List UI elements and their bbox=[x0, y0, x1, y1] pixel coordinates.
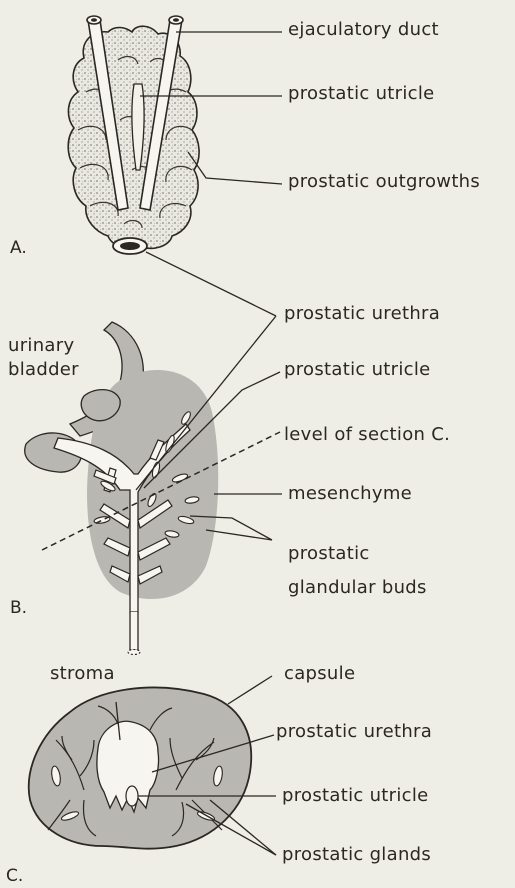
label-prostatic-utricle-c: prostatic utricle bbox=[282, 786, 429, 806]
label-capsule: capsule bbox=[284, 664, 355, 684]
label-prostatic-b: prostatic bbox=[288, 544, 370, 564]
label-prostatic-utricle-b: prostatic utricle bbox=[284, 360, 431, 380]
urethra-opening bbox=[113, 238, 147, 254]
label-prostatic-outgrowths: prostatic outgrowths bbox=[288, 172, 480, 192]
panel-a-letter: A. bbox=[10, 238, 27, 258]
label-glandular-buds: glandular buds bbox=[288, 578, 427, 598]
label-level-of-section: level of section C. bbox=[284, 425, 450, 445]
label-prostatic-glands: prostatic glands bbox=[282, 845, 431, 865]
label-prostatic-utricle-a: prostatic utricle bbox=[288, 84, 435, 104]
cross-section-utricle bbox=[126, 786, 138, 806]
label-ejaculatory-duct: ejaculatory duct bbox=[288, 20, 439, 40]
panel-c-letter: C. bbox=[6, 866, 23, 886]
label-urinary: urinary bbox=[8, 336, 74, 356]
panel-a-prostate bbox=[68, 16, 282, 254]
label-prostatic-urethra-c: prostatic urethra bbox=[276, 722, 432, 742]
panel-b-letter: B. bbox=[10, 598, 27, 618]
panel-c-cross-section bbox=[29, 676, 276, 855]
urethra-tube bbox=[130, 612, 138, 650]
label-mesenchyme: mesenchyme bbox=[288, 484, 412, 504]
label-stroma: stroma bbox=[50, 664, 115, 684]
label-bladder: bladder bbox=[8, 360, 79, 380]
urethra-leader-a bbox=[146, 252, 276, 316]
label-prostatic-urethra-b: prostatic urethra bbox=[284, 304, 440, 324]
